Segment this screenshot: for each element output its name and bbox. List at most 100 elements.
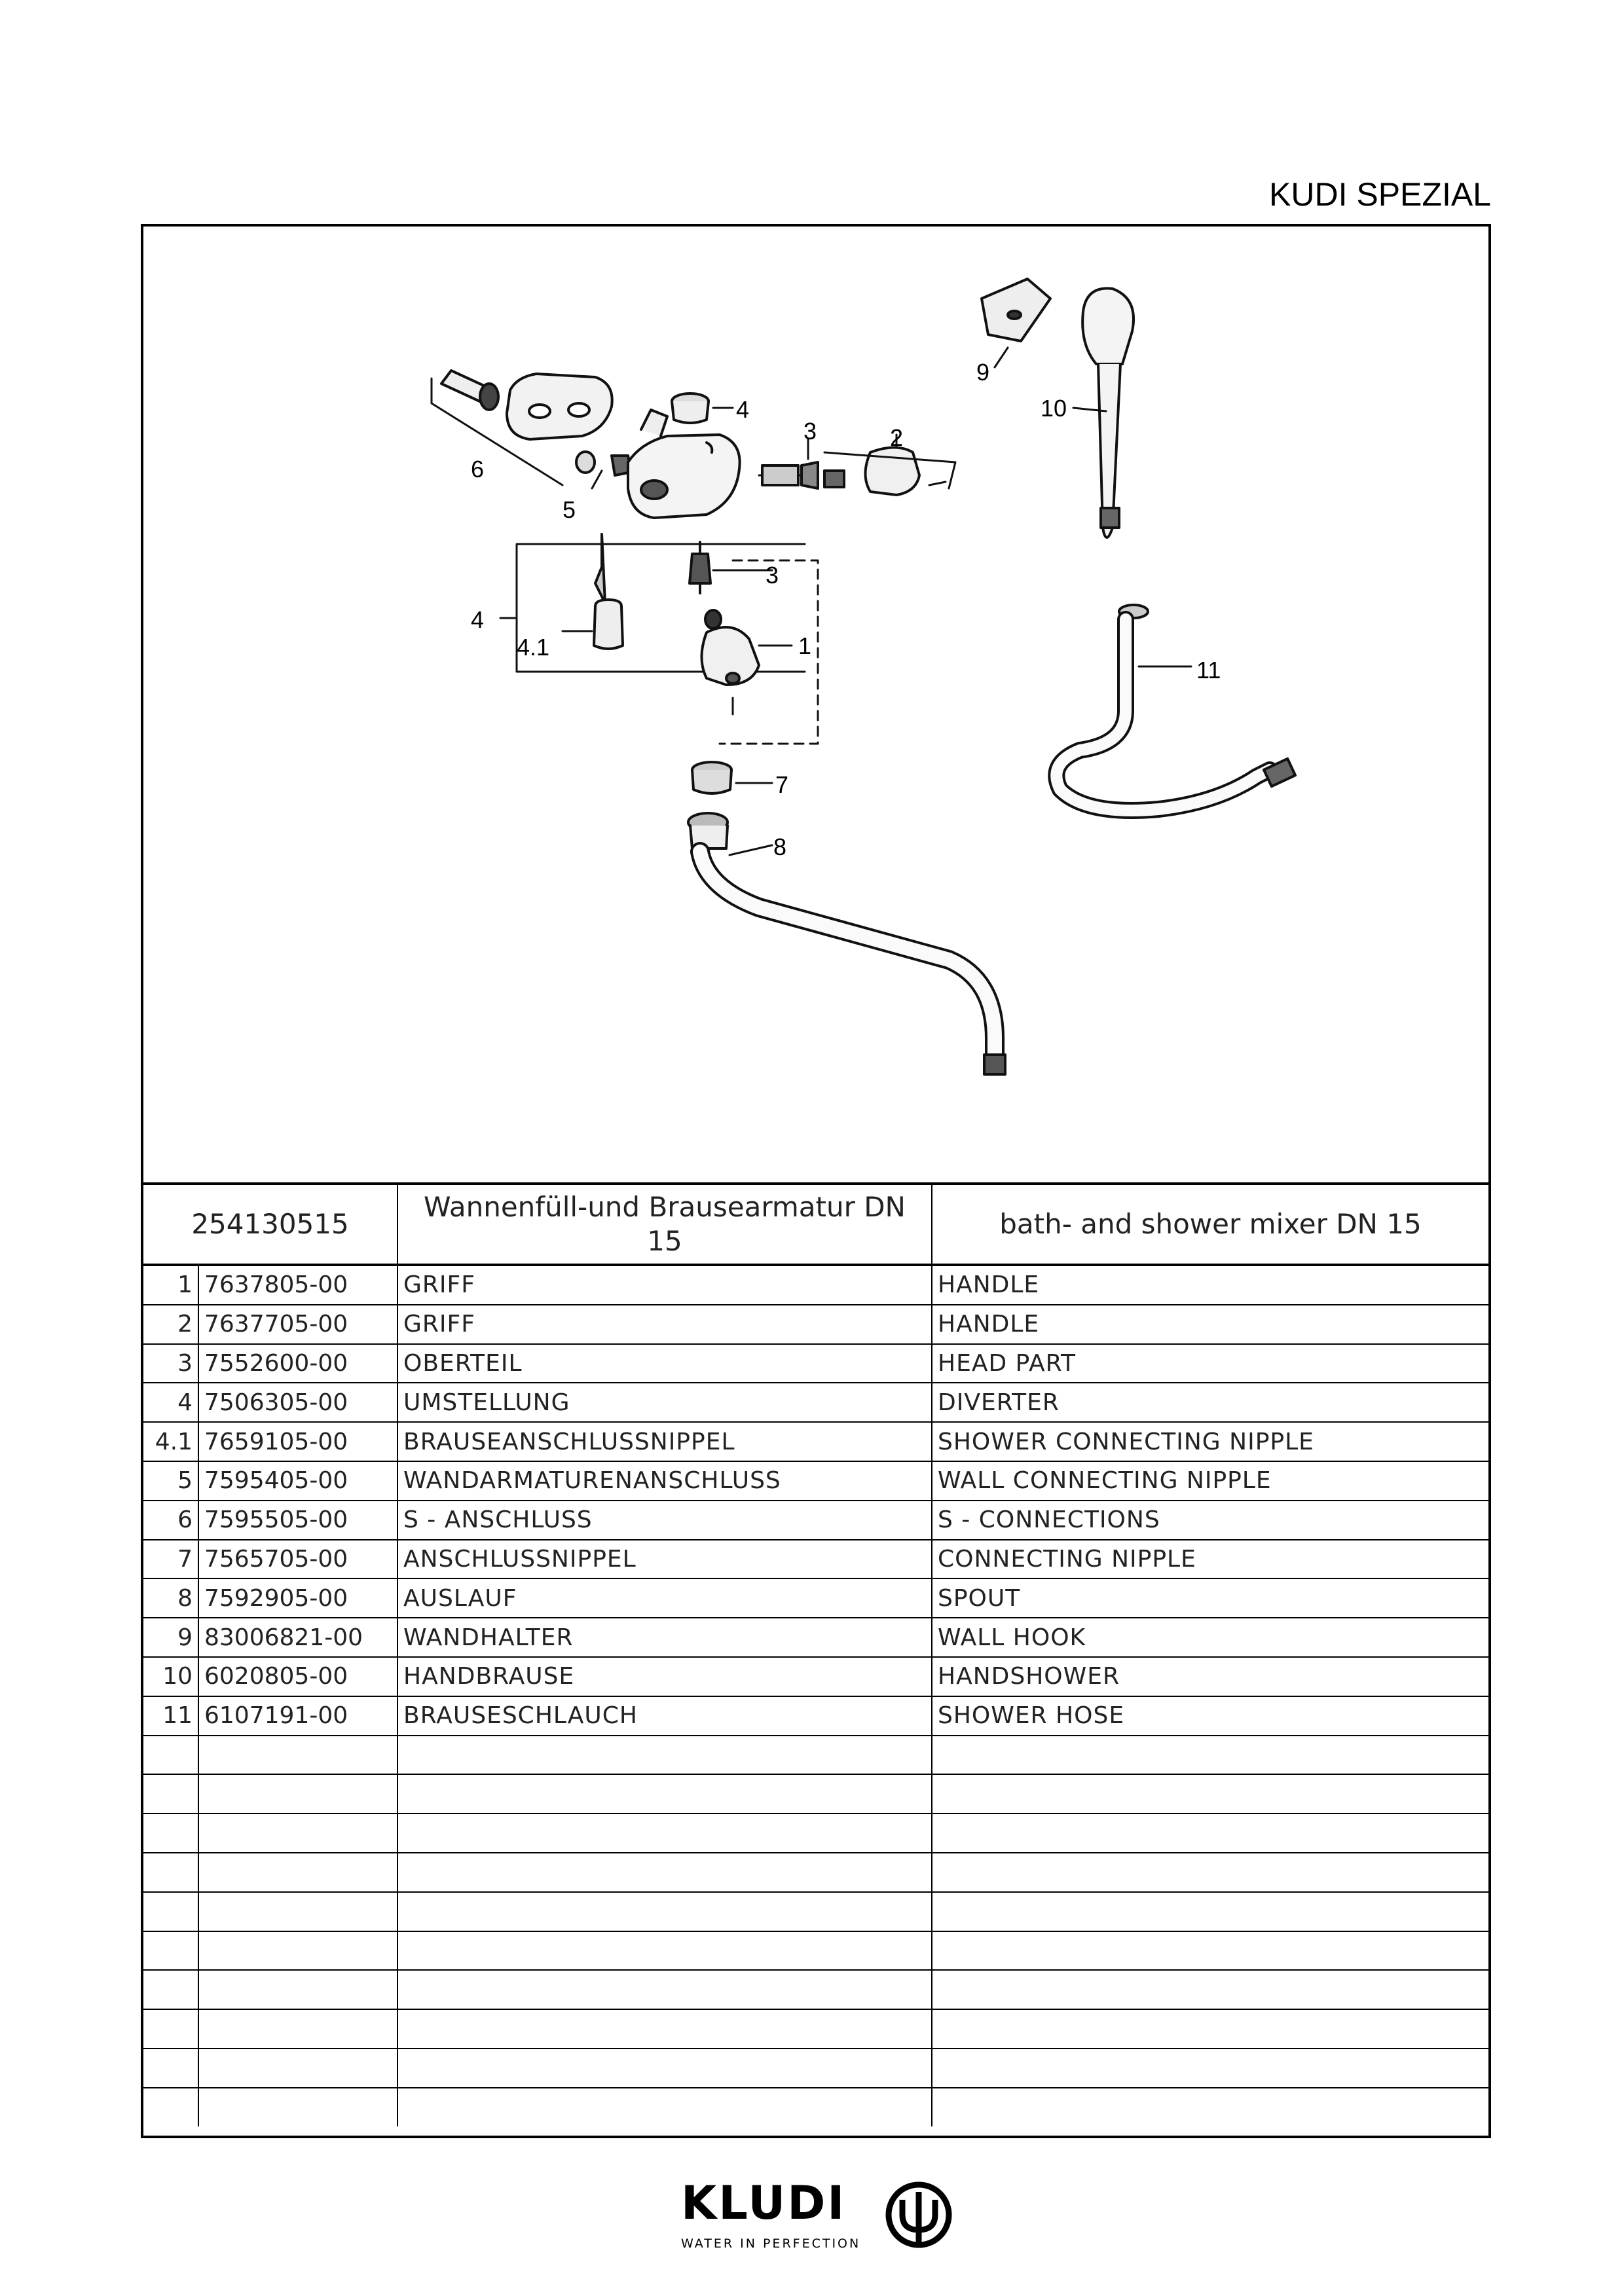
part-position: 11 <box>143 1695 199 1736</box>
part-number <box>198 1969 398 2011</box>
part-number: 7506305-00 <box>198 1382 398 1423</box>
part-position: 6 <box>143 1499 199 1540</box>
callout-2: 2 <box>890 424 903 451</box>
parts-table: 254130515 Wannenfüll-und Brausearmatur D… <box>143 1182 1488 2126</box>
part-number <box>198 1891 398 1932</box>
part-5-wall-nipple <box>575 450 633 490</box>
part-name-de: WANDHALTER <box>397 1617 932 1658</box>
part-name-en: HANDLE <box>931 1264 1488 1305</box>
part-1-handle-lower <box>700 559 819 745</box>
part-4-cap-top <box>671 392 734 424</box>
callout-1: 1 <box>798 632 811 659</box>
part-number: 7637705-00 <box>198 1303 398 1345</box>
part-name-de <box>397 1734 932 1776</box>
part-position: 4 <box>143 1382 199 1423</box>
spare-parts-sheet: 4 3 2 9 10 6 5 3 4 4.1 1 11 7 8 25413051… <box>141 224 1491 2138</box>
part-11-shower-hose <box>1048 604 1297 819</box>
part-name-de <box>397 1930 932 1971</box>
part-position <box>143 1969 199 2011</box>
table-row <box>143 1851 1488 1893</box>
part-name-en <box>931 1891 1488 1932</box>
part-number <box>198 2047 398 2088</box>
part-number: 7565705-00 <box>198 1539 398 1580</box>
part-name-en: CONNECTING NIPPLE <box>931 1539 1488 1580</box>
exploded-view-svg: 4 3 2 9 10 6 5 3 4 4.1 1 11 7 8 <box>430 278 1297 1076</box>
part-name-de: BRAUSEANSCHLUSSNIPPEL <box>397 1421 932 1462</box>
table-row <box>143 2047 1488 2088</box>
part-name-de: OBERTEIL <box>397 1343 932 1384</box>
part-number <box>198 1734 398 1776</box>
part-position <box>143 1813 199 1853</box>
part-9-wall-hook <box>980 278 1052 369</box>
part-name-en: SHOWER HOSE <box>931 1695 1488 1736</box>
part-name-en <box>931 1774 1488 1815</box>
part-name-de <box>397 1891 932 1932</box>
part-name-en: S - CONNECTIONS <box>931 1499 1488 1540</box>
callout-9: 9 <box>976 359 989 386</box>
part-name-de: ANSCHLUSSNIPPEL <box>397 1539 932 1580</box>
part-number <box>198 1774 398 1815</box>
part-name-en: HEAD PART <box>931 1343 1488 1384</box>
part-8-spout <box>687 812 1006 1076</box>
kludi-logo: KLUDI WATER IN PERFECTION <box>681 2174 956 2265</box>
part-2-handle-right <box>823 433 957 496</box>
part-10-hand-shower <box>1072 287 1135 539</box>
table-row <box>143 1891 1488 1932</box>
part-name-en <box>931 1930 1488 1971</box>
part-name-de <box>397 1969 932 2011</box>
part-name-en <box>931 2047 1488 2088</box>
part-name-de <box>397 2086 932 2126</box>
part-name-de: S - ANSCHLUSS <box>397 1499 932 1540</box>
part-position <box>143 1774 199 1815</box>
series-label: KUDI SPEZIAL <box>1269 176 1491 213</box>
part-7-connecting-nipple <box>691 761 773 795</box>
part-3-head-part-lower <box>688 553 773 585</box>
part-name-en <box>931 1813 1488 1853</box>
table-row <box>143 2086 1488 2126</box>
part-name-de: BRAUSESCHLAUCH <box>397 1695 932 1736</box>
part-position: 5 <box>143 1460 199 1501</box>
callout-4-left: 4 <box>471 606 484 633</box>
brand-name: KLUDI <box>681 2176 847 2230</box>
part-number: 7552600-00 <box>198 1343 398 1384</box>
part-position: 9 <box>143 1617 199 1658</box>
mixer-body <box>627 409 741 519</box>
part-name-en <box>931 1851 1488 1893</box>
part-number <box>198 1930 398 1971</box>
part-number: 83006821-00 <box>198 1617 398 1658</box>
part-name-de: GRIFF <box>397 1303 932 1345</box>
part-name-de <box>397 2009 932 2049</box>
part-name-de <box>397 1774 932 1815</box>
part-position: 3 <box>143 1343 199 1384</box>
part-name-de: HANDBRAUSE <box>397 1656 932 1697</box>
kludi-emblem-icon <box>885 2181 952 2248</box>
part-name-en: DIVERTER <box>931 1382 1488 1423</box>
part-number <box>198 2009 398 2049</box>
part-position <box>143 2086 199 2126</box>
part-position: 4.1 <box>143 1421 199 1462</box>
table-row <box>143 1774 1488 1815</box>
part-number: 6107191-00 <box>198 1695 398 1736</box>
callout-4-top: 4 <box>736 396 749 423</box>
part-name-en: HANDLE <box>931 1303 1488 1345</box>
part-6-s-connection <box>430 369 614 486</box>
part-name-de: GRIFF <box>397 1264 932 1305</box>
part-name-en: HANDSHOWER <box>931 1656 1488 1697</box>
part-name-en <box>931 2009 1488 2049</box>
exploded-view-drawing: 4 3 2 9 10 6 5 3 4 4.1 1 11 7 8 <box>143 227 1488 1182</box>
callout-10: 10 <box>1041 395 1067 422</box>
part-position <box>143 2009 199 2049</box>
part-position: 2 <box>143 1303 199 1345</box>
part-position <box>143 1891 199 1932</box>
table-row <box>143 1969 1488 2011</box>
